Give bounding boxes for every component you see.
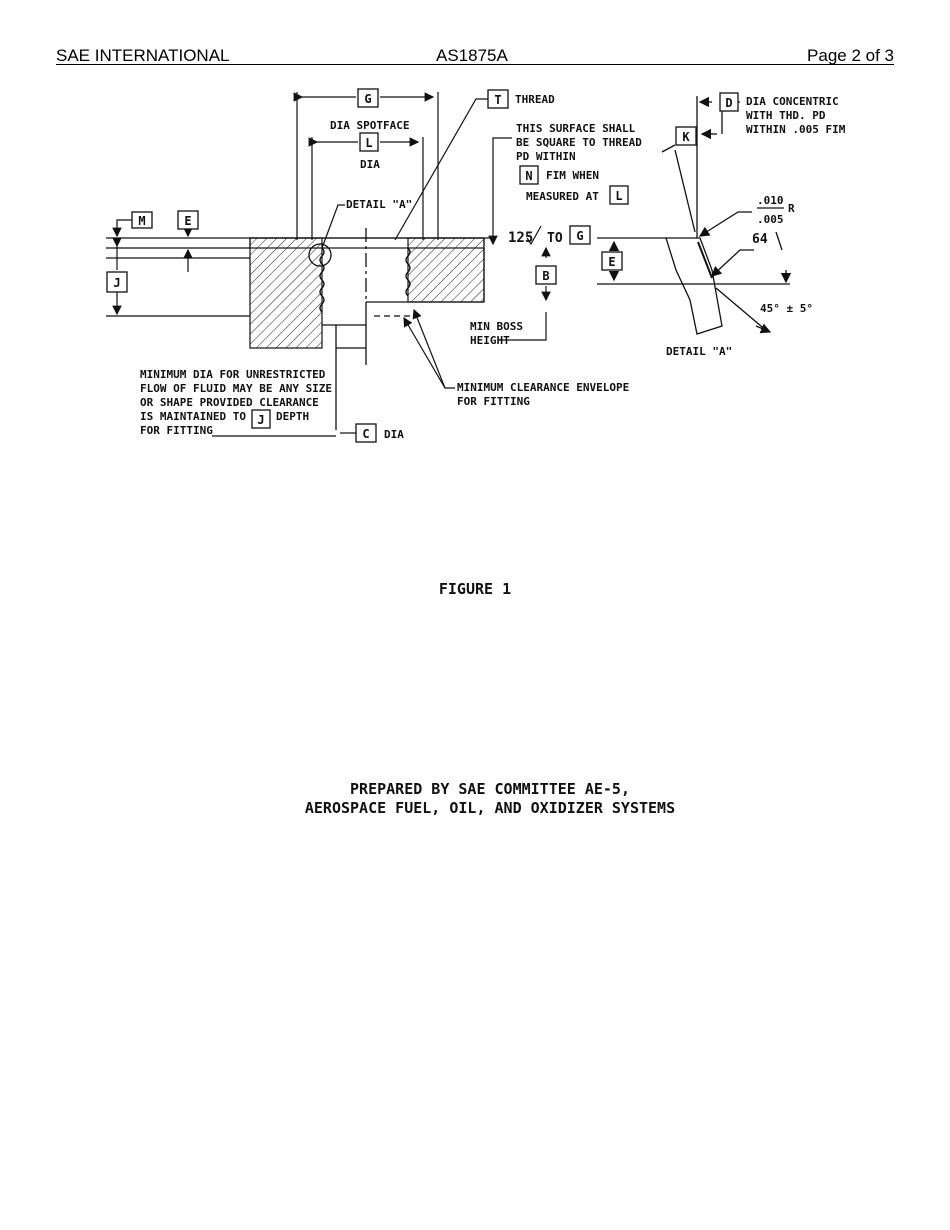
box-k: K: [682, 130, 690, 144]
box-e-detail: E: [608, 255, 615, 269]
label-concentric-1: DIA CONCENTRIC: [746, 95, 839, 108]
label-finish-64: 64: [752, 232, 768, 247]
part-outline: [106, 228, 495, 430]
label-min-dia-1: MINIMUM DIA FOR UNRESTRICTED: [140, 368, 326, 381]
annotation-text: DIA SPOTFACE DIA THREAD THIS SURFACE SHA…: [140, 93, 846, 441]
label-min-dia-5: FOR FITTING: [140, 424, 213, 437]
label-surface-2: BE SQUARE TO THREAD: [516, 136, 642, 149]
label-envelope-1: MINIMUM CLEARANCE ENVELOPE: [457, 381, 629, 394]
header-page-number: Page 2 of 3: [807, 46, 894, 65]
label-radius-r: R: [788, 202, 795, 215]
header-doc-number: AS1875A: [436, 46, 508, 65]
box-c: C: [362, 427, 369, 441]
box-n: N: [525, 169, 532, 183]
label-min-boss-2: HEIGHT: [470, 334, 510, 347]
label-dia-spotface: DIA SPOTFACE: [330, 119, 409, 132]
label-surface-1: THIS SURFACE SHALL: [516, 122, 636, 135]
label-finish-125: 125: [508, 230, 533, 246]
label-radius-bottom: .005: [757, 213, 784, 226]
box-l-measured: L: [615, 189, 622, 203]
label-dia: DIA: [360, 158, 380, 171]
reference-boxes: [106, 88, 739, 443]
label-thread: THREAD: [515, 93, 555, 106]
label-measured-at: MEASURED AT: [526, 190, 599, 203]
box-e-left: E: [184, 214, 191, 228]
header-rule: [56, 64, 894, 65]
label-detail-a-caption: DETAIL "A": [666, 345, 732, 358]
label-envelope-2: FOR FITTING: [457, 395, 530, 408]
box-b: B: [542, 269, 549, 283]
box-l: L: [365, 136, 372, 150]
detail-a-view: [597, 96, 792, 335]
label-angle: 45° ± 5°: [760, 302, 813, 315]
label-concentric-3: WITHIN .005 FIM: [746, 123, 846, 136]
reference-box-letters: G L T M E J B N L G E C J K D: [113, 92, 732, 441]
box-d: D: [725, 96, 732, 110]
label-fim-when: FIM WHEN: [546, 169, 599, 182]
label-radius-top: .010: [757, 194, 784, 207]
label-concentric-2: WITH THD. PD: [746, 109, 826, 122]
box-g-finish: G: [576, 229, 583, 243]
prepared-by-line-2: AEROSPACE FUEL, OIL, AND OXIDIZER SYSTEM…: [304, 799, 676, 817]
box-t: T: [494, 93, 501, 107]
label-surface-3: PD WITHIN: [516, 150, 576, 163]
figure-1-drawing: G L T M E J B N L G E C J K D DIA SPOTFA…: [106, 88, 846, 443]
section-hatching: [249, 237, 485, 349]
label-min-dia-4: IS MAINTAINED TO: [140, 410, 246, 423]
label-c-dia: DIA: [384, 428, 404, 441]
box-m: M: [138, 214, 145, 228]
box-g-top: G: [364, 92, 371, 106]
label-min-dia-3: OR SHAPE PROVIDED CLEARANCE: [140, 396, 319, 409]
label-to: TO: [547, 231, 563, 246]
prepared-by-line-1: PREPARED BY SAE COMMITTEE AE-5,: [350, 780, 630, 798]
surface-finish-symbol: [526, 225, 542, 246]
box-j-note: J: [257, 413, 264, 427]
figure-title: FIGURE 1: [438, 580, 512, 598]
label-detail-a: DETAIL "A": [346, 198, 412, 211]
header-org: SAE INTERNATIONAL: [56, 46, 230, 65]
box-j: J: [113, 276, 120, 290]
label-min-dia-2: FLOW OF FLUID MAY BE ANY SIZE: [140, 382, 332, 395]
label-min-dia-4b: DEPTH: [276, 410, 309, 423]
label-min-boss-1: MIN BOSS: [470, 320, 523, 333]
